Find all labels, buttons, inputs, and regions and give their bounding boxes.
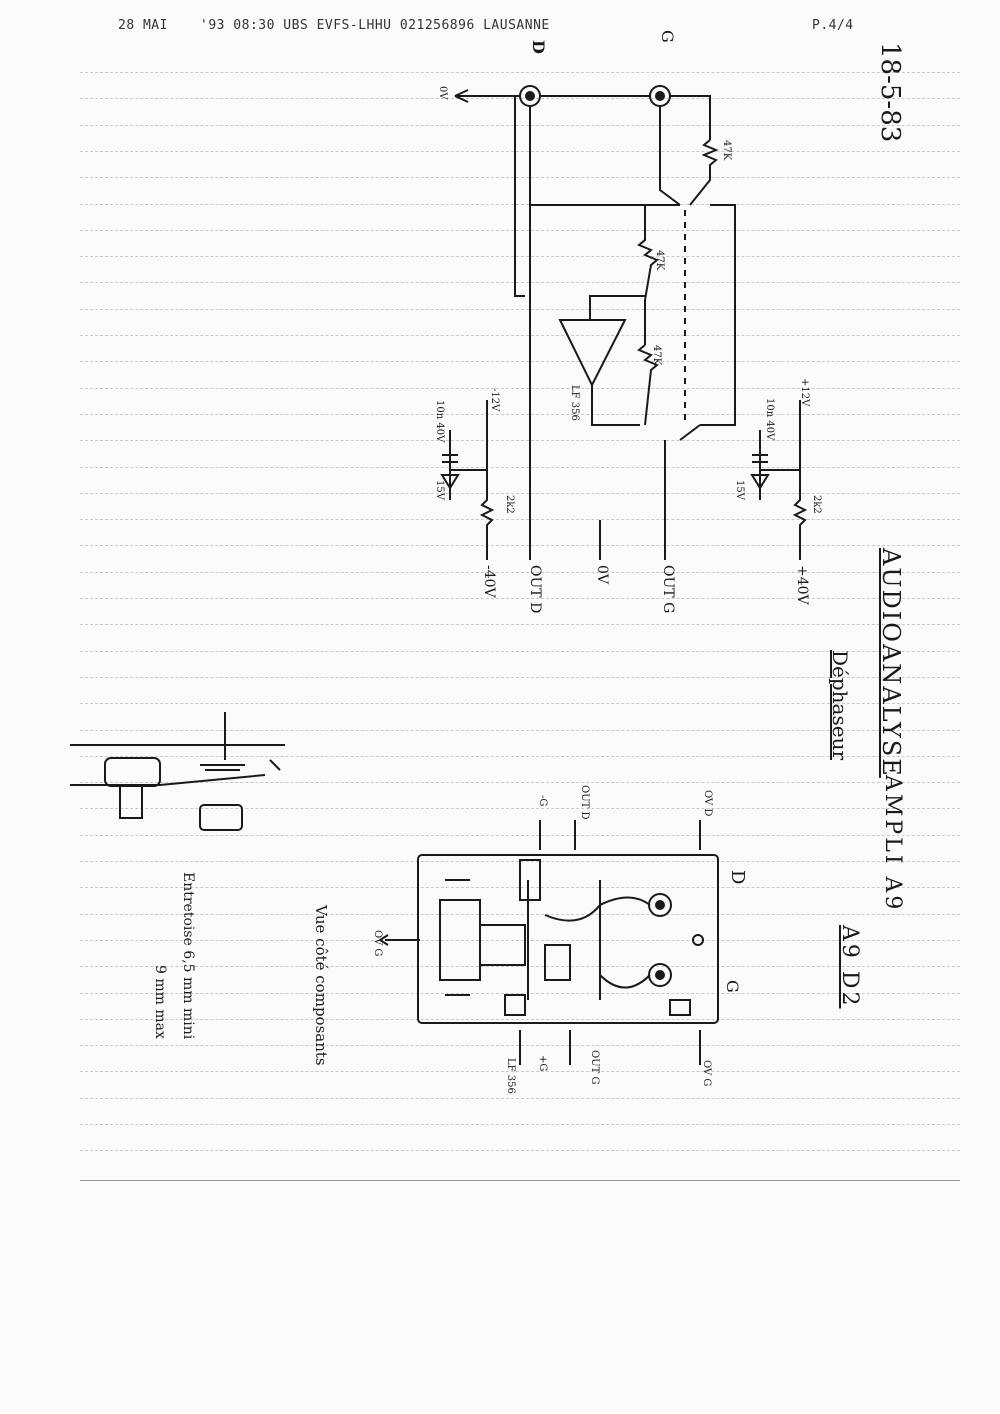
fax-date: 28 MAI	[118, 18, 168, 33]
cap-plus-label: 10n 40V	[764, 398, 775, 441]
board-out-g-label: OUT G	[589, 1050, 600, 1085]
board-plus-g-label: +G	[537, 1055, 548, 1072]
board-ic-label: LF 356	[505, 1058, 516, 1094]
ruled-line	[80, 676, 960, 678]
opamp-label: LF 356	[569, 385, 580, 421]
ruled-line	[80, 624, 960, 626]
ruled-line	[80, 72, 960, 73]
bottom-rule	[80, 1180, 960, 1181]
fax-transmission-line: '93 08:30 UBS EVFS-LHHU 021256896 LAUSAN…	[200, 18, 550, 33]
ruled-line	[80, 150, 960, 152]
resistor-r2-label: 47K	[654, 250, 665, 271]
output-plus40-label: +40V	[794, 565, 810, 605]
connector-g-label: G	[658, 30, 677, 43]
minus-rail-label: -12V	[489, 388, 500, 412]
ruled-line	[80, 492, 960, 494]
board-d-label: D	[727, 870, 748, 885]
board-out-d-label: OUT D	[579, 785, 590, 820]
ruled-line	[80, 413, 960, 415]
ruled-line	[80, 650, 960, 652]
board-minus-g-label: -G	[537, 795, 548, 807]
ruled-line	[80, 939, 960, 941]
board-g-label: G	[723, 980, 742, 993]
ruled-line	[80, 545, 960, 547]
ruled-line	[80, 1150, 960, 1152]
ruled-line	[80, 782, 960, 784]
ruled-line	[80, 729, 960, 731]
fax-page-number: P.4/4	[812, 18, 854, 33]
note-spacer-min: Entretoise 6,5 mm mini	[180, 872, 196, 1040]
zener-minus-label: 15V	[434, 480, 445, 500]
ruled-line	[80, 256, 960, 258]
res-plus-label: 2k2	[811, 495, 822, 514]
output-0v-label: 0V	[594, 565, 610, 585]
ruled-line	[80, 834, 960, 836]
cap-minus-label: 10n 40V	[434, 400, 445, 443]
plus-rail-label: +12V	[799, 378, 810, 407]
ruled-line	[80, 282, 960, 284]
ruled-line	[80, 571, 960, 573]
ruled-line	[80, 124, 960, 126]
note-spacer-max: 9 mm max	[152, 965, 168, 1039]
output-d-label: OUT D	[527, 565, 543, 614]
board-view-caption: Vue côté composants	[312, 905, 330, 1066]
ruled-line	[80, 913, 960, 915]
ruled-line	[80, 966, 960, 968]
ruled-line	[80, 703, 960, 705]
ruled-line	[80, 1124, 960, 1125]
board-in-g-label: OV G	[701, 1060, 712, 1087]
ruled-line	[80, 755, 960, 757]
connector-d-label: D	[529, 40, 548, 54]
ruled-line	[80, 466, 960, 468]
ground-in-label: 0V	[437, 86, 448, 100]
ruled-line	[80, 519, 960, 521]
ruled-line	[80, 1018, 960, 1020]
board-ovg-side-label: OV G	[372, 930, 383, 957]
ruled-line	[80, 598, 960, 599]
pcb-component-view	[379, 820, 719, 1065]
ruled-line	[80, 361, 960, 363]
mechanical-side-view	[70, 712, 285, 831]
ruled-line	[80, 1097, 960, 1099]
res-minus-label: 2k2	[504, 495, 515, 514]
ruled-line	[80, 229, 960, 231]
ruled-line	[80, 177, 960, 179]
ruled-line	[80, 203, 960, 205]
ruled-line	[80, 440, 960, 442]
resistor-r1-label: 47K	[721, 140, 732, 161]
output-minus40-label: -40V	[481, 565, 497, 598]
ruled-line	[80, 1071, 960, 1073]
ruled-line	[80, 387, 960, 389]
ruled-line	[80, 808, 960, 810]
zener-plus-label: 15V	[734, 480, 745, 500]
ruled-line	[80, 992, 960, 994]
board-in-d-label: OV D	[702, 790, 713, 817]
output-g-label: OUT G	[660, 565, 676, 614]
resistor-r3-label: 47K	[651, 345, 662, 366]
ruled-line	[80, 335, 960, 336]
ruled-line	[80, 308, 960, 310]
